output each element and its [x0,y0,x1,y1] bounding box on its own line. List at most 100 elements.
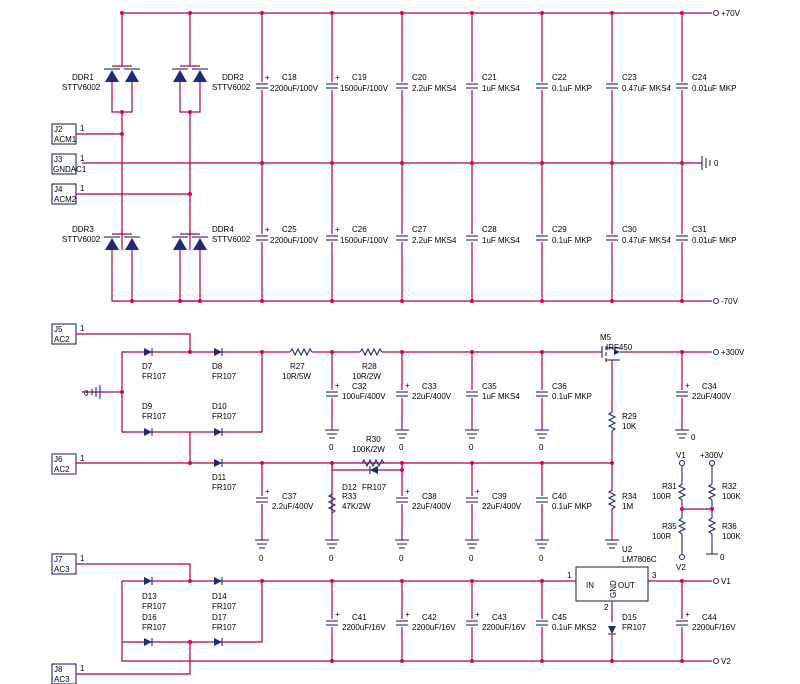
mosfet-m5: M5 IRF450 [598,333,633,412]
connector-ref: J4 [54,185,63,194]
regulator-pin-gnd: GND [609,580,618,598]
diode-value: FR107 [622,623,647,632]
resistor-value: 47K/2W [342,502,371,511]
diode-ref: D14 [212,592,227,601]
resistor-ref: R31 [662,482,677,491]
cap-c34: + C34 22uF/400V [675,381,732,401]
cap-ref: C39 [492,492,507,501]
svg-text:+: + [475,610,480,619]
cap-c21: C21 1uF MKS4 [465,73,520,93]
cap-value: 1uF MKS4 [482,392,520,401]
cap-value: 2200uF/16V [412,623,456,632]
connector-name: GNDAC1 [53,165,87,174]
resistor-ref: R33 [342,492,357,501]
connector-ref: J7 [54,555,63,564]
bridge-ddr1: DDR1 STTV6002 [62,68,140,92]
diode-d9: D9 FR107 [142,402,167,436]
bridge-ddr2: DDR2 STTV6002 [172,68,251,92]
cap-value: 0.1uF MKP [552,84,592,93]
cap-value: 0.1uF MKP [552,236,592,245]
cap-c27: C27 2.2uF MKS4 [395,225,457,245]
diode-d8: D8 FR107 [212,348,237,381]
cap-c23: C23 0.47uF MKS4 [605,73,671,93]
connector-j4: J4 ACM2 1 [51,183,190,205]
cap-ref: C22 [552,73,567,82]
net-label-plus300: +300V [700,451,724,460]
gnd-label: 0 [469,554,474,563]
resistor-ref: R28 [362,362,377,371]
diode-ref: D12 [342,483,357,492]
cap-c33: + C33 22uF/400V [395,381,452,401]
gnd-label-left: 0 [84,389,89,398]
svg-text:+: + [265,225,270,234]
cap-ref: C19 [352,73,367,82]
connector-ref: J5 [54,325,63,334]
diode-ref: D13 [142,592,157,601]
cap-c31: C31 0.01uF MKP [675,225,736,245]
cap-c29: C29 0.1uF MKP [535,225,592,245]
resistor-ref: R30 [366,435,381,444]
cap-ref: C18 [282,73,297,82]
v1-v2-divider-network: V1 +300V V2 0 R31 100R R32 100K R35 100R… [652,451,741,572]
diode-d10: D10 FR107 [212,402,237,436]
svg-text:+: + [685,610,690,619]
mosfet-part: IRF450 [606,343,633,352]
cap-value: 0.1uF MKP [552,502,592,511]
diode-ref: D16 [142,613,157,622]
net-label-v2: V2 [676,563,686,572]
resistor-value: 10K [622,422,637,431]
cap-c40: C40 0.1uF MKP [535,492,592,511]
cap-c36: C36 0.1uF MKP [535,382,592,401]
connector-j3: J3 GNDAC1 1 [51,153,87,175]
cap-ref: C37 [282,492,297,501]
resistor-value: 10R/2W [352,372,381,381]
cap-ref: C38 [422,492,437,501]
resistor-r34: R34 1M [607,489,637,540]
cap-ref: C27 [412,225,427,234]
connector-j7: J7 AC3 1 [51,553,191,581]
cap-c18: + C18 2200uF/100V [255,73,319,93]
resistor-r33: R33 47K/2W [327,492,371,514]
cap-c39: + C39 22uF/400V [465,487,522,511]
regulator-part: LM7806C [622,555,657,564]
cap-value: 2200uF/16V [692,623,736,632]
cap-ref: C26 [352,225,367,234]
cap-ref: C45 [552,613,567,622]
resistor-value: 100R [652,492,671,501]
diode-ref: D17 [212,613,227,622]
cap-ref: C23 [622,73,637,82]
connector-j6: J6 AC2 1 [51,453,85,475]
cap-ref: C41 [352,613,367,622]
regulator-pin-in: IN [586,581,594,590]
cap-ref: C20 [412,73,427,82]
regulator-pin-number: 2 [604,603,609,612]
bridge-ddr4: DDR4 STTV6002 [172,225,251,250]
diode-ref: D7 [142,362,153,371]
bridge-ref: DDR2 [222,73,244,82]
connector-name: AC2 [54,335,70,344]
diode-d14: D14 FR107 [212,577,237,611]
svg-text:+: + [475,487,480,496]
cap-value: 22uF/400V [482,502,522,511]
cap-value: 0.1uF MKP [552,392,592,401]
rail-label-zero: 0 [714,159,719,168]
cap-value: 22uF/400V [412,392,452,401]
svg-text:+: + [335,381,340,390]
resistor-value: 100K/2W [352,445,385,454]
svg-text:+: + [335,610,340,619]
connector-name: AC3 [54,565,70,574]
diode-d17: D17 FR107 [212,613,237,646]
resistor-ref: R36 [722,522,737,531]
cap-value: 1uF MKS4 [482,84,520,93]
svg-text:+: + [405,487,410,496]
connector-name: ACM2 [54,195,77,204]
diode-d13: D13 FR107 [142,577,167,611]
diode-value: FR107 [212,623,237,632]
connector-pin: 1 [80,454,85,463]
gnd-label: 0 [329,443,334,452]
connector-pin: 1 [80,184,85,193]
cap-value: 2200uF/100V [270,84,319,93]
net-label-v1: V1 [676,451,686,460]
cap-c26: + C26 1500uF/100V [325,225,389,245]
